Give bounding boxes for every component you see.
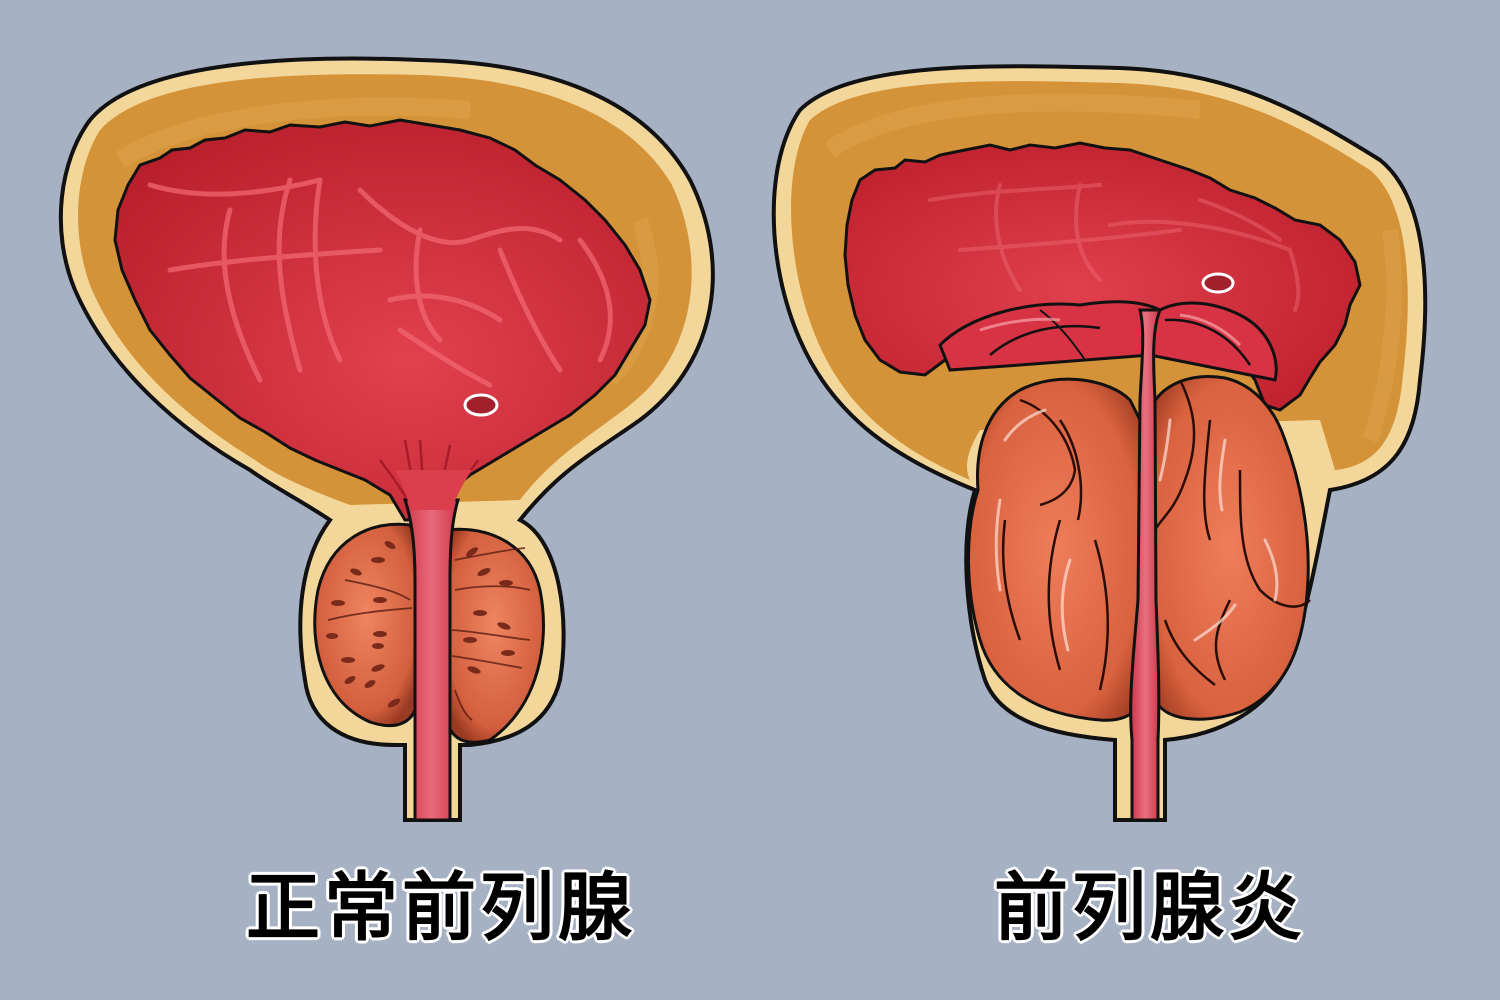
urethra: [1129, 308, 1163, 822]
urethra: [402, 498, 461, 822]
bladder-lumen: [113, 118, 652, 522]
ureteral-orifice: [1201, 272, 1235, 294]
prostate-lobe-left: [967, 377, 1144, 722]
blood-vessels: [147, 177, 613, 388]
blood-vessels: [928, 183, 1301, 312]
panel-prostatitis: [750, 0, 1500, 1000]
ureteral-orifice: [463, 393, 499, 417]
caption-prostatitis: 前列腺炎: [994, 865, 1306, 951]
panel-normal-prostate: [58, 56, 715, 822]
caption-normal-prostate: 正常前列腺: [246, 865, 636, 951]
prostate-lobe-left: [313, 522, 420, 728]
bladder-folds: [938, 300, 1278, 382]
gland-ducts: [326, 541, 515, 708]
prostatitis-illustration: [771, 64, 1428, 822]
normal-prostate-illustration: [58, 56, 715, 822]
